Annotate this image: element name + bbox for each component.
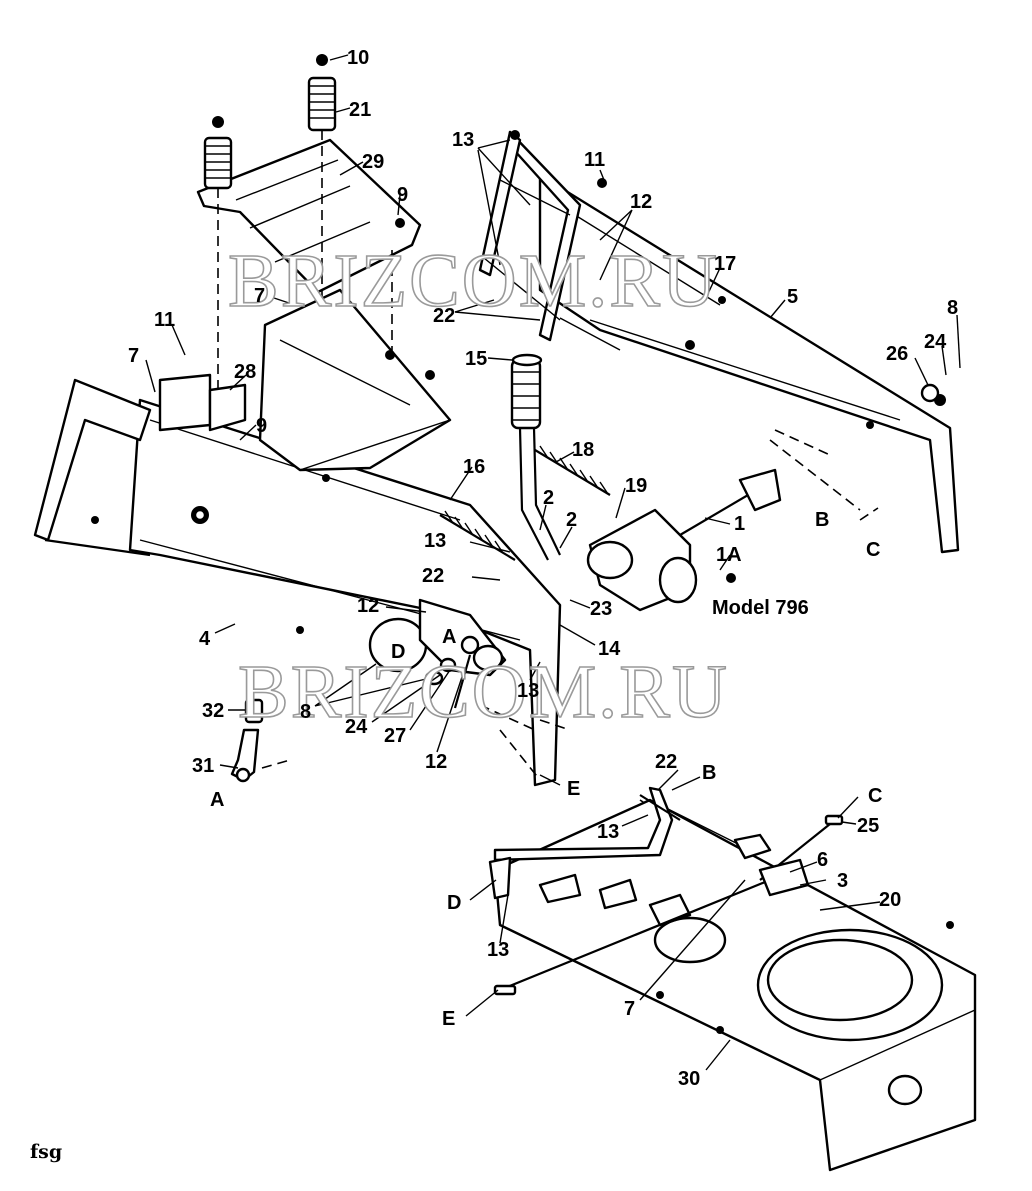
callout-24b: 24 — [345, 716, 368, 738]
callout-20: 20 — [879, 889, 901, 911]
linkage-rod-22 — [488, 786, 844, 996]
callout-21: 21 — [349, 99, 371, 121]
callout-27: 27 — [384, 725, 406, 747]
callout-2b: 2 — [566, 509, 577, 531]
callout-C: C — [866, 539, 880, 561]
seat-bracket-29 — [196, 54, 422, 470]
main-frame-4 — [33, 373, 562, 787]
callout-7b: 7 — [128, 345, 139, 367]
callout-B: B — [815, 509, 829, 531]
callout-26: 26 — [886, 343, 908, 365]
callout-8: 8 — [947, 297, 958, 319]
callout-13d: 13 — [597, 821, 619, 843]
idler-cluster-D — [368, 598, 507, 709]
pulley-assembly-19 — [586, 468, 782, 612]
callout-22: 22 — [433, 305, 455, 327]
watermark-top: BRIZCOM.RU — [228, 239, 719, 323]
callout-5: 5 — [787, 286, 798, 308]
callout-2: 2 — [543, 487, 554, 509]
callout-15: 15 — [465, 348, 487, 370]
callout-3: 3 — [837, 870, 848, 892]
callout-1A: 1A — [716, 544, 742, 566]
callout-19: 19 — [625, 475, 647, 497]
callout-6: 6 — [817, 849, 828, 871]
callout-32: 32 — [202, 700, 224, 722]
deck-plate-16 — [258, 288, 452, 482]
callout-A: A — [442, 626, 456, 648]
callout-9: 9 — [397, 184, 408, 206]
watermark-bottom: BRIZCOM.RU — [238, 650, 729, 734]
callout-31: 31 — [192, 755, 214, 777]
callout-23: 23 — [590, 598, 612, 620]
leader-lines — [145, 54, 961, 1071]
callout-E-lower: E — [442, 1008, 455, 1030]
callout-12c: 12 — [425, 751, 447, 773]
callout-17: 17 — [714, 253, 736, 275]
callout-9b: 9 — [256, 415, 267, 437]
callout-13: 13 — [452, 129, 474, 151]
callout-22b: 22 — [422, 565, 444, 587]
callout-labels: 10 21 29 9 13 11 12 17 5 7 11 7 28 9 22 … — [128, 47, 958, 1090]
callout-16: 16 — [463, 456, 485, 478]
callout-29: 29 — [362, 151, 384, 173]
callout-C-lower: C — [868, 785, 882, 807]
callout-13c: 13 — [517, 680, 539, 702]
callout-B-lower: B — [702, 762, 716, 784]
callout-4: 4 — [199, 628, 211, 650]
callout-11b: 11 — [154, 309, 175, 331]
callout-E: E — [567, 778, 580, 800]
callout-12: 12 — [630, 191, 652, 213]
model-note: Model 796 — [712, 597, 809, 619]
footer-code: fsg — [30, 1141, 62, 1163]
callout-10: 10 — [347, 47, 369, 69]
callout-28: 28 — [234, 361, 256, 383]
callout-7c: 7 — [624, 998, 635, 1020]
shift-lever-15 — [510, 353, 561, 561]
callout-13b: 13 — [424, 530, 446, 552]
callout-18: 18 — [572, 439, 594, 461]
callout-12b: 12 — [357, 595, 379, 617]
callout-25: 25 — [857, 815, 879, 837]
clevis-31 — [230, 698, 291, 783]
callout-30: 30 — [678, 1068, 700, 1090]
callout-22c: 22 — [655, 751, 677, 773]
callout-D-lower: D — [447, 892, 461, 914]
spring-18 — [534, 445, 611, 496]
spring-13 — [439, 510, 516, 561]
callout-8b: 8 — [300, 701, 311, 723]
pedal-frame-13 — [478, 130, 621, 351]
callout-24: 24 — [924, 331, 947, 353]
callout-D: D — [391, 641, 405, 663]
fender-panel-5 — [538, 173, 960, 554]
callout-11: 11 — [584, 149, 605, 171]
callout-7: 7 — [254, 285, 265, 307]
callout-1: 1 — [734, 513, 745, 535]
callout-13e: 13 — [487, 939, 509, 961]
callout-A-bottom: A — [210, 789, 224, 811]
callout-14: 14 — [598, 638, 621, 660]
chassis-30 — [493, 798, 977, 1172]
